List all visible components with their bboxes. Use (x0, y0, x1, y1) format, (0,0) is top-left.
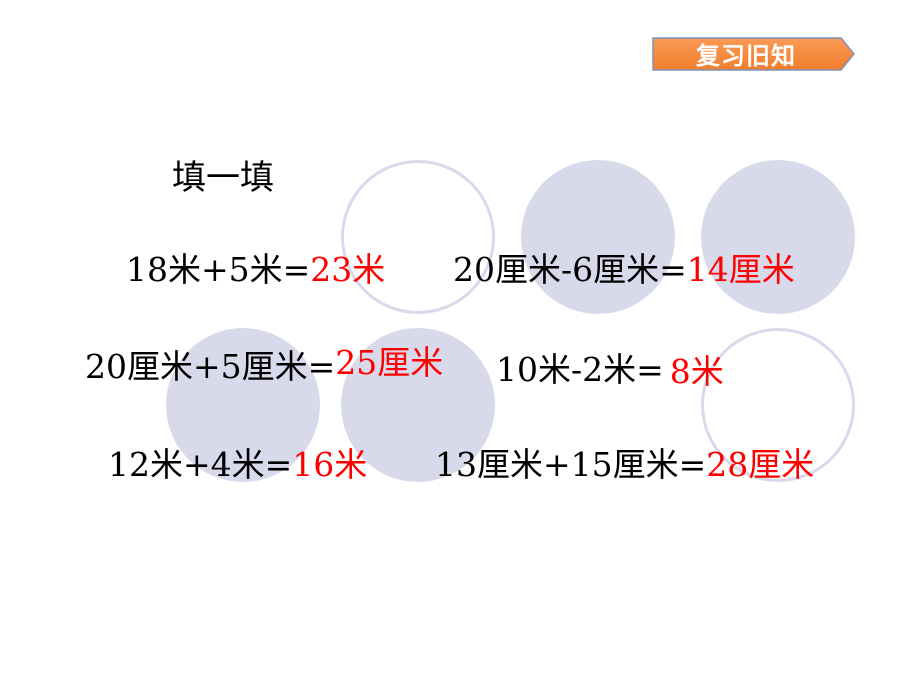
equation: 20厘米+5厘米=25厘米 (85, 343, 443, 387)
badge-label: 复习旧知 (696, 42, 796, 70)
section-heading: 填一填 (172, 158, 274, 198)
equation-answer: 16米 (292, 445, 368, 484)
equation: 20厘米-6厘米=14厘米 (453, 250, 795, 290)
equation: 10米-2米=8米 (496, 350, 724, 391)
equation-question: 20厘米+5厘米= (85, 347, 336, 386)
section-badge: 复习旧知 (651, 36, 855, 71)
decorative-circle-outline (341, 160, 495, 314)
equation: 13厘米+15厘米=28厘米 (435, 445, 814, 485)
equation-question: 20厘米-6厘米= (453, 250, 687, 289)
equation-answer: 28厘米 (706, 445, 815, 484)
equation-question: 13厘米+15厘米= (435, 445, 707, 484)
equation-question: 12米+4米= (108, 445, 293, 484)
equation-answer: 25厘米 (335, 343, 444, 382)
equation-answer: 8米 (669, 352, 724, 391)
decorative-circle-filled (701, 160, 855, 314)
equation-question: 10米-2米= (496, 350, 664, 389)
decorative-circle-filled (341, 328, 495, 482)
arrow-badge-icon (652, 37, 855, 71)
decorative-circle-outline (701, 328, 855, 482)
equation-answer: 14厘米 (686, 250, 795, 289)
equation-answer: 23米 (310, 250, 386, 289)
equation: 18米+5米=23米 (126, 250, 385, 290)
decorative-circle-filled (166, 328, 320, 482)
equation: 12米+4米=16米 (108, 445, 367, 485)
decorative-circle-filled (521, 160, 675, 314)
equation-question: 18米+5米= (126, 250, 311, 289)
